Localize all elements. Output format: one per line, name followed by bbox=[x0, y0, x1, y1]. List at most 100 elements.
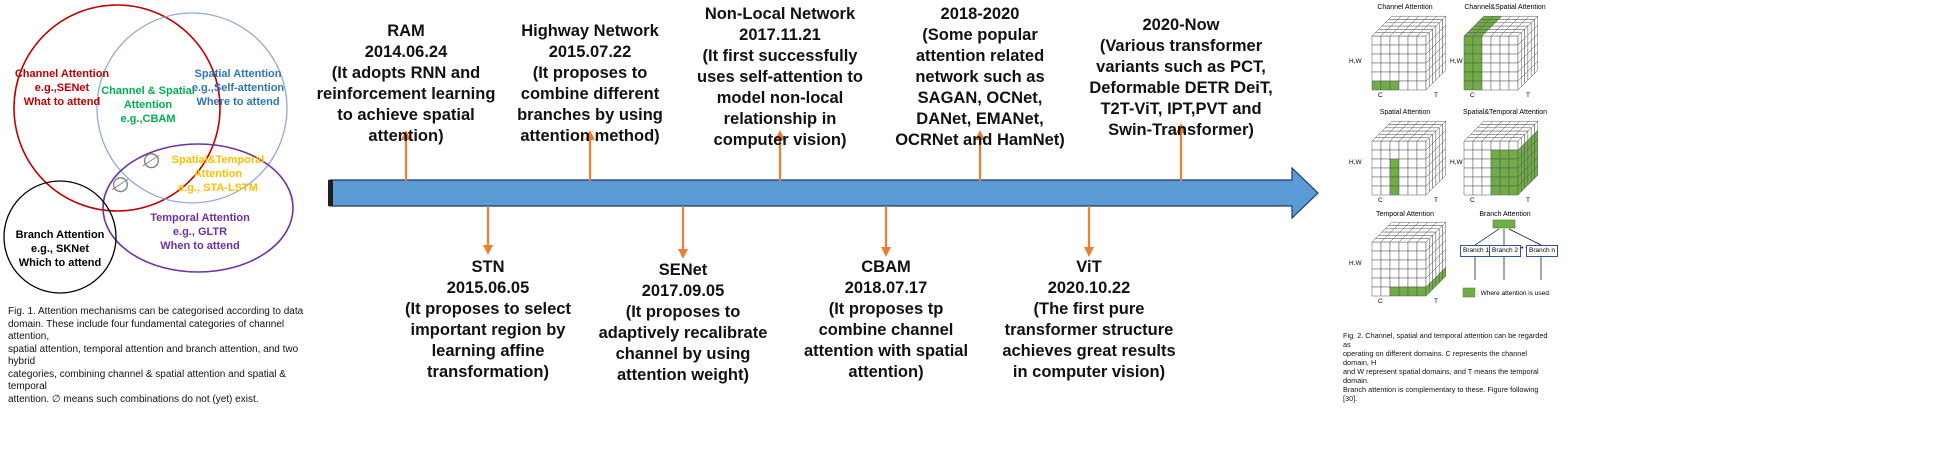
front-cell bbox=[1371, 241, 1382, 252]
front-cell bbox=[1389, 286, 1400, 297]
cube-channel-spatial bbox=[1463, 15, 1538, 91]
front-cell bbox=[1371, 140, 1382, 151]
front-cell bbox=[1380, 35, 1391, 46]
front-cell bbox=[1472, 35, 1483, 46]
front-cell bbox=[1407, 140, 1418, 151]
front-cell bbox=[1463, 44, 1474, 55]
front-cell bbox=[1398, 149, 1409, 160]
front-cell bbox=[1463, 158, 1474, 169]
front-cell bbox=[1380, 71, 1391, 82]
front-cell bbox=[1508, 62, 1519, 73]
axis-hw: H,W bbox=[1349, 260, 1362, 267]
label-line: When to attend bbox=[160, 240, 240, 252]
label-line: Spatial&Temporal bbox=[171, 154, 265, 166]
axis-c: C bbox=[1378, 197, 1383, 204]
branch-attention-label: Branch Attention e.g., SKNet Which to at… bbox=[10, 228, 110, 270]
front-cell bbox=[1389, 35, 1400, 46]
branch-attention-diagram bbox=[1462, 219, 1542, 298]
event-line: SENet bbox=[658, 261, 708, 279]
caption-line: and W represent spatial domains, and T m… bbox=[1343, 367, 1539, 385]
front-cell bbox=[1407, 80, 1418, 91]
front-cell bbox=[1398, 250, 1409, 261]
front-cell bbox=[1380, 286, 1391, 297]
caption-line: domain. These include four fundamental c… bbox=[8, 318, 285, 343]
front-cell bbox=[1371, 277, 1382, 288]
front-cell bbox=[1499, 176, 1510, 187]
event-line: attention related bbox=[915, 47, 1045, 65]
front-cell bbox=[1481, 167, 1492, 178]
front-cell bbox=[1416, 250, 1427, 261]
event-line: DANet, EMANet, bbox=[916, 110, 1044, 128]
front-cell bbox=[1508, 167, 1519, 178]
channel-attention-label: Channel Attention e.g.,SENet What to att… bbox=[8, 67, 116, 109]
event-line: (It proposes to bbox=[625, 303, 741, 321]
branch-line bbox=[1474, 228, 1500, 246]
front-cell bbox=[1371, 53, 1382, 64]
front-cell bbox=[1398, 62, 1409, 73]
front-cell bbox=[1508, 80, 1519, 91]
spatial-attention-circle bbox=[96, 12, 288, 204]
cube-spatial bbox=[1371, 120, 1446, 196]
caption-line: Fig. 2. Channel, spatial and temporal at… bbox=[1343, 331, 1548, 349]
front-cell bbox=[1389, 71, 1400, 82]
front-cell bbox=[1508, 35, 1519, 46]
venn-diagram bbox=[3, 4, 294, 294]
front-cell bbox=[1472, 80, 1483, 91]
cube-channel bbox=[1371, 15, 1446, 91]
branch-line bbox=[1508, 228, 1542, 246]
front-cell bbox=[1499, 53, 1510, 64]
event-line: T2T-ViT, IPT,PVT and bbox=[1100, 100, 1262, 118]
front-cell bbox=[1389, 44, 1400, 55]
front-cell bbox=[1389, 268, 1400, 279]
event-line: computer vision) bbox=[713, 131, 847, 149]
front-cell bbox=[1416, 259, 1427, 270]
front-cell bbox=[1380, 140, 1391, 151]
front-cell bbox=[1371, 259, 1382, 270]
front-cell bbox=[1463, 185, 1474, 196]
event-line: transformer structure bbox=[1004, 321, 1174, 339]
front-cell bbox=[1389, 277, 1400, 288]
label-line: Attention bbox=[123, 99, 173, 111]
axis-c: C bbox=[1470, 92, 1475, 99]
event-line: Highway Network bbox=[521, 22, 659, 40]
front-cell bbox=[1481, 140, 1492, 151]
spatial-attention-label: Spatial Attention e.g.,Self-attention Wh… bbox=[188, 67, 288, 109]
front-cell bbox=[1463, 80, 1474, 91]
front-cell bbox=[1407, 158, 1418, 169]
front-cell bbox=[1389, 167, 1400, 178]
axis-hw: H,W bbox=[1450, 58, 1463, 65]
label-line: Which to attend bbox=[18, 257, 102, 269]
front-cell bbox=[1380, 62, 1391, 73]
front-cell bbox=[1380, 158, 1391, 169]
front-cell bbox=[1490, 158, 1501, 169]
front-cell bbox=[1398, 176, 1409, 187]
event-2018-2020: 2018-2020 (Some popular attention relate… bbox=[895, 4, 1065, 151]
front-cell bbox=[1499, 167, 1510, 178]
event-line: transformation) bbox=[427, 363, 549, 381]
axis-t: T bbox=[1434, 92, 1438, 99]
event-line: model non-local bbox=[716, 89, 844, 107]
front-cell bbox=[1416, 62, 1427, 73]
front-cell bbox=[1398, 268, 1409, 279]
front-cell bbox=[1416, 71, 1427, 82]
front-cell bbox=[1481, 80, 1492, 91]
label-line: What to attend bbox=[23, 96, 101, 108]
front-cell bbox=[1380, 167, 1391, 178]
event-stn: STN 2015.06.05 (It proposes to select im… bbox=[405, 257, 571, 383]
label-line: e.g., SKNet bbox=[30, 243, 90, 255]
front-cell bbox=[1416, 149, 1427, 160]
front-cell bbox=[1407, 268, 1418, 279]
attention-block bbox=[1492, 219, 1516, 229]
front-cell bbox=[1499, 35, 1510, 46]
event-line: Deformable DETR DeiT, bbox=[1089, 79, 1273, 97]
front-cell bbox=[1416, 158, 1427, 169]
event-line: 2017.11.21 bbox=[739, 26, 821, 44]
front-cell bbox=[1380, 44, 1391, 55]
spatial-temporal-label: Spatial&Temporal Attention e.g., STA-LST… bbox=[168, 153, 268, 195]
event-line: SAGAN, OCNet, bbox=[917, 89, 1043, 107]
front-cell bbox=[1463, 53, 1474, 64]
caption-line: Fig. 1. Attention mechanisms can be cate… bbox=[8, 306, 304, 317]
front-cell bbox=[1389, 53, 1400, 64]
front-cell bbox=[1481, 35, 1492, 46]
front-cell bbox=[1490, 185, 1501, 196]
